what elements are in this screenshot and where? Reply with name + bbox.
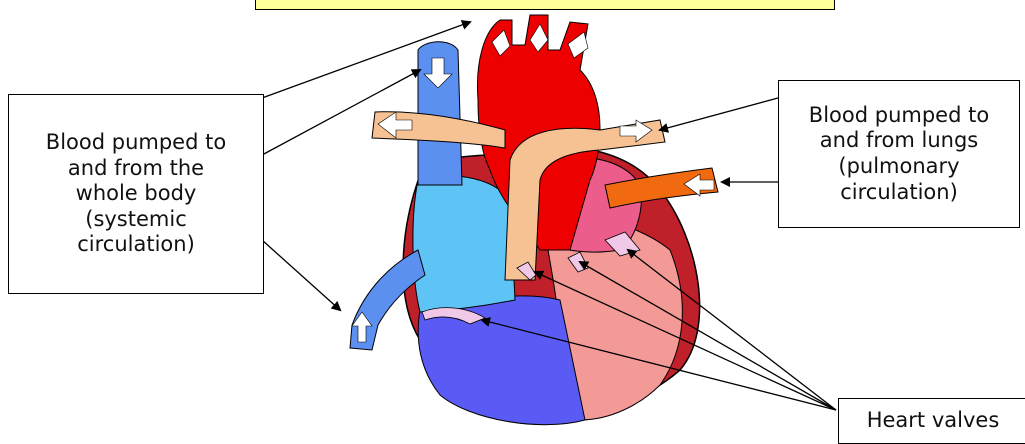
label-line: whole body bbox=[76, 181, 197, 207]
label-line: circulation) bbox=[77, 232, 195, 258]
label-line: (pulmonary bbox=[838, 154, 959, 180]
label-line: and from the bbox=[68, 156, 204, 182]
label-pulmonary-circulation: Blood pumped to and from lungs (pulmonar… bbox=[778, 80, 1020, 228]
label-line: and from lungs bbox=[820, 128, 978, 154]
label-systemic-circulation: Blood pumped to and from the whole body … bbox=[8, 94, 264, 294]
pointer-line bbox=[660, 98, 778, 130]
label-line: circulation) bbox=[840, 180, 958, 206]
label-heart-valves: Heart valves bbox=[838, 398, 1025, 444]
label-line: (systemic bbox=[85, 207, 187, 233]
label-line: Heart valves bbox=[867, 408, 1000, 434]
pointer-line bbox=[262, 240, 340, 310]
right-atrium bbox=[413, 176, 515, 312]
label-line: Blood pumped to bbox=[46, 130, 226, 156]
label-line: Blood pumped to bbox=[809, 103, 989, 129]
